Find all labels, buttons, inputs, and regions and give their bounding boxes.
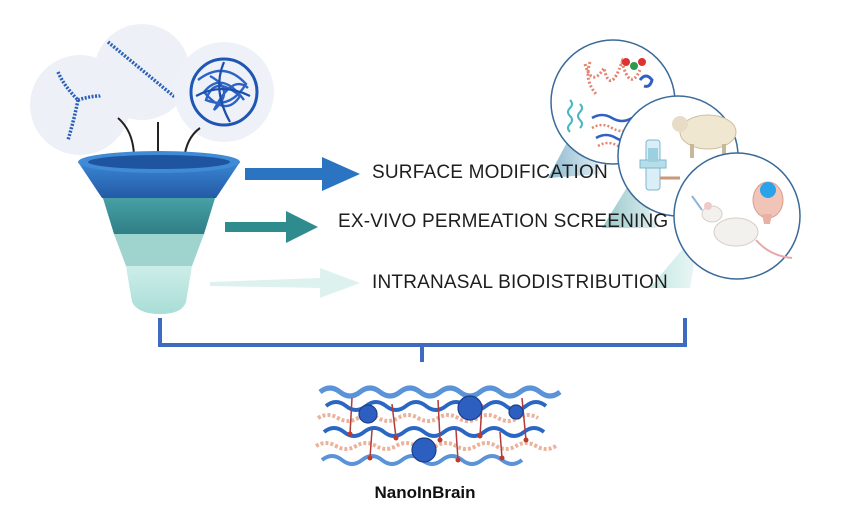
convergence-bracket [158,318,687,362]
exvivo-arrow [225,211,318,243]
nanogel-icon [174,42,274,142]
zoom-cone-2 [602,176,657,228]
mouse-brain-icon [673,152,801,280]
surface-arrow [245,157,360,191]
exvivo-permeation-label: EX-VIVO PERMEATION SCREENING [338,211,669,232]
nanoinbrain-title: NanoInBrain [374,483,476,502]
surface-modification-label: SURFACE MODIFICATION [372,162,608,183]
intranasal-arrow [210,268,360,298]
linear-polymer-icon [94,24,190,120]
stage-arrows [210,157,360,298]
screening-funnel [78,151,240,314]
nanoparticle-inputs [30,24,274,164]
intranasal-biodistribution-label: INTRANASAL BIODISTRIBUTION [372,272,668,293]
nanoinbrain-fabric-icon [314,385,562,466]
